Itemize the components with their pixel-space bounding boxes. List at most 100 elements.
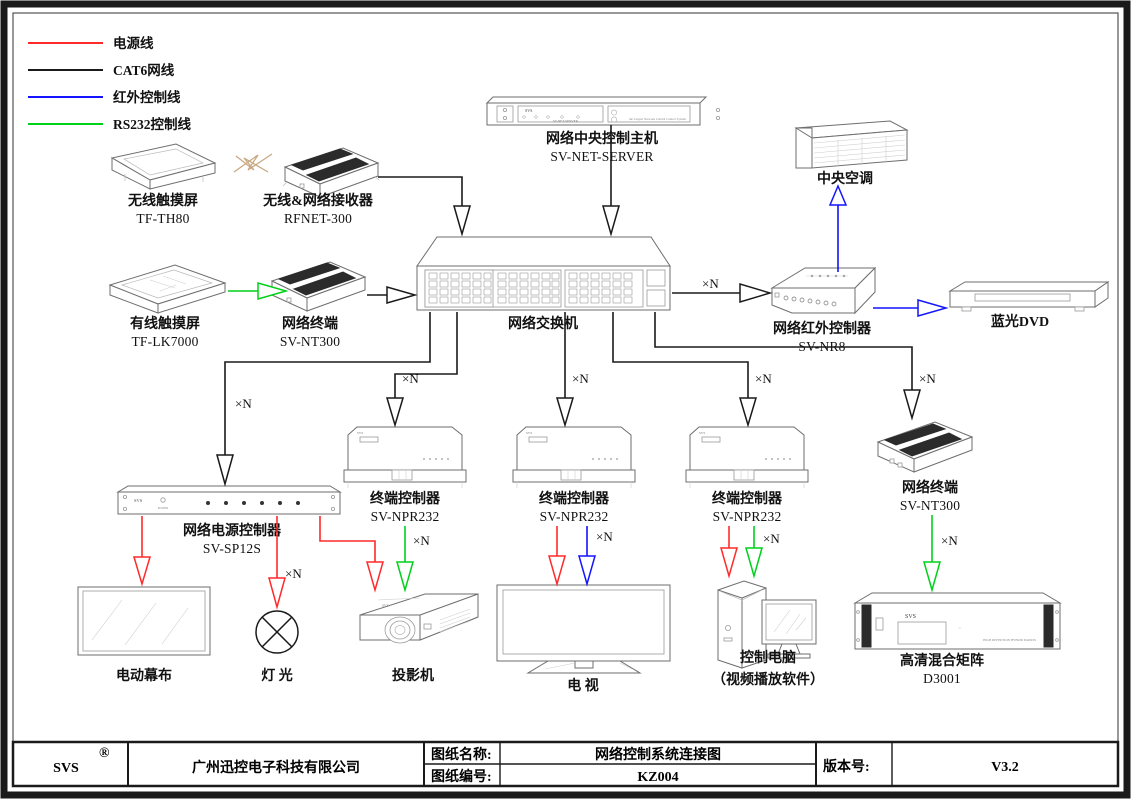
central-server-label-cn: 网络中央控制主机 (546, 130, 658, 147)
link-switch-to-ircontroller: ×N (672, 276, 773, 304)
wireless-touch-panel-label-model: TF-TH80 (136, 211, 189, 226)
network-terminal-right-device (876, 421, 974, 473)
svg-text:SVS: SVS (525, 108, 532, 113)
svg-text:SVS: SVS (134, 498, 143, 503)
terminal-controller-1-label-model: SV-NPR232 (371, 509, 440, 524)
link-switch-to-tc1: ×N (385, 312, 458, 428)
drawing-name-value: 网络控制系统连接图 (595, 746, 721, 763)
television-device (496, 584, 671, 674)
projector-label-cn: 投影机 (392, 667, 434, 684)
drawing-name-label: 图纸名称: (431, 746, 492, 763)
legend-label-cat6-line: CAT6网线 (113, 62, 175, 78)
network-terminal-left-device (270, 261, 367, 312)
air-conditioner-label-cn: 中央空调 (817, 170, 873, 187)
legend: 电源线 CAT6网线 红外控制线 RS232控制线 (28, 35, 192, 132)
xn-label-switch-ir: ×N (702, 276, 719, 291)
link-terminal-right-to-matrix: ×N (923, 515, 958, 593)
terminal-controller-2-label-model: SV-NPR232 (540, 509, 609, 524)
hd-matrix-label-model: D3001 (923, 671, 961, 686)
ir-controller-device (770, 266, 877, 315)
control-pc-label-cn: 控制电脑 (740, 649, 796, 666)
link-wiredpanel-to-terminal (228, 282, 289, 300)
svg-text:SVS: SVS (905, 614, 916, 620)
bluray-dvd-label-cn: 蓝光DVD (991, 313, 1049, 330)
link-server-to-switch (602, 125, 620, 237)
link-switch-to-terminal-right: ×N (654, 312, 936, 421)
svg-text:SVS: SVS (526, 431, 532, 435)
brand-logo: SVS (53, 761, 79, 776)
wired-touch-panel-device (108, 264, 227, 314)
terminal-controller-3-device: SVS (685, 426, 809, 488)
network-terminal-left-label-model: SV-NT300 (280, 334, 340, 349)
svg-text:SVS: SVS (357, 431, 363, 435)
xn-label-terminal-matrix: ×N (941, 533, 958, 548)
network-terminal-left-label-cn: 网络终端 (282, 315, 338, 332)
control-pc-device (717, 580, 817, 669)
link-ircontroller-to-ac (828, 184, 848, 272)
lamp-device (255, 610, 299, 654)
network-terminal-right-label-model: SV-NT300 (900, 498, 960, 513)
xn-label-switch-power: ×N (235, 396, 252, 411)
air-conditioner-device (794, 120, 909, 169)
rf-receiver-device (282, 147, 380, 198)
link-tc2-to-tv-ir: ×N (578, 526, 613, 587)
svg-text:SV-NET-SERVER: SV-NET-SERVER (553, 119, 579, 123)
legend-label-power-line: 电源线 (113, 35, 154, 51)
xn-label-switch-tc1: ×N (402, 371, 419, 386)
motor-screen-device (77, 586, 211, 656)
motor-screen-label-cn: 电动幕布 (116, 667, 172, 684)
control-pc-label-cn2: （视频播放软件） (712, 671, 824, 688)
link-power-to-lamp: ×N (268, 516, 302, 610)
link-power-to-projector (319, 516, 384, 593)
link-tc3-to-pc-power (720, 526, 738, 579)
xn-label-tc3-pc: ×N (763, 531, 780, 546)
svg-text:the Largest Network Central Co: the Largest Network Central Control Syst… (629, 117, 687, 121)
wireless-signal-icon (233, 153, 273, 173)
network-switch-device (416, 236, 671, 311)
rf-receiver-label-cn: 无线&网络接收器 (262, 192, 374, 209)
title-block: SVS ® 广州迅控电子科技有限公司 图纸名称: 网络控制系统连接图 图纸编号:… (11, 740, 1120, 788)
legend-label-infrared-line: 红外控制线 (113, 89, 181, 105)
network-terminal-right-label-cn: 网络终端 (902, 479, 958, 496)
television-label-cn: 电 视 (567, 677, 599, 694)
lamp-label-cn: 灯 光 (261, 667, 293, 684)
link-tc2-to-tv-power (548, 526, 566, 587)
xn-label-switch-tc2: ×N (572, 371, 589, 386)
version-label: 版本号: (823, 758, 870, 775)
company-name: 广州迅控电子科技有限公司 (192, 759, 360, 776)
terminal-controller-2-device: SVS (512, 426, 636, 488)
central-server-label-model: SV-NET-SERVER (550, 149, 653, 164)
power-controller-device: SVS POWER (116, 485, 342, 515)
brand-registered-mark: ® (99, 746, 110, 761)
hd-matrix-device: SVS HIGH DEFINITION HYBRID MATRIX (853, 592, 1062, 650)
drawing-no-value: KZ004 (637, 770, 678, 785)
link-tc3-to-pc-rs232: ×N (745, 526, 780, 579)
terminal-controller-1-label-cn: 终端控制器 (370, 490, 441, 507)
terminal-controller-3-label-model: SV-NPR232 (713, 509, 782, 524)
svg-text:POWER: POWER (158, 506, 169, 510)
svg-text:HIGH DEFINITION HYBRID MATRIX: HIGH DEFINITION HYBRID MATRIX (983, 638, 1037, 642)
link-power-to-screen (132, 516, 152, 587)
central-server-device: SVS SV-NET-SERVER the Largest Network Ce… (485, 96, 721, 126)
ir-controller-label-cn: 网络红外控制器 (773, 320, 872, 337)
svg-text:SVS: SVS (382, 604, 389, 608)
wireless-touch-panel-device (110, 143, 217, 190)
link-rfreceiver-to-switch (378, 176, 471, 237)
xn-label-tc2-tv: ×N (596, 529, 613, 544)
version-value: V3.2 (991, 760, 1019, 775)
link-terminal-to-switch (367, 286, 418, 304)
legend-label-rs232-line: RS232控制线 (113, 116, 192, 132)
power-controller-label-cn: 网络电源控制器 (183, 522, 282, 539)
terminal-controller-3-label-cn: 终端控制器 (712, 490, 783, 507)
link-switch-to-powercontroller: ×N (216, 312, 431, 487)
xn-label-switch-terminal-right: ×N (919, 371, 936, 386)
wired-touch-panel-label-model: TF-LK7000 (131, 334, 198, 349)
link-switch-to-tc2: ×N (555, 312, 589, 428)
network-switch-label-cn: 网络交换机 (508, 315, 578, 332)
xn-label-tc1-projector: ×N (413, 533, 430, 548)
bluray-dvd-device (948, 281, 1110, 312)
xn-label-switch-tc3: ×N (755, 371, 772, 386)
drawing-no-label: 图纸编号: (431, 768, 492, 785)
